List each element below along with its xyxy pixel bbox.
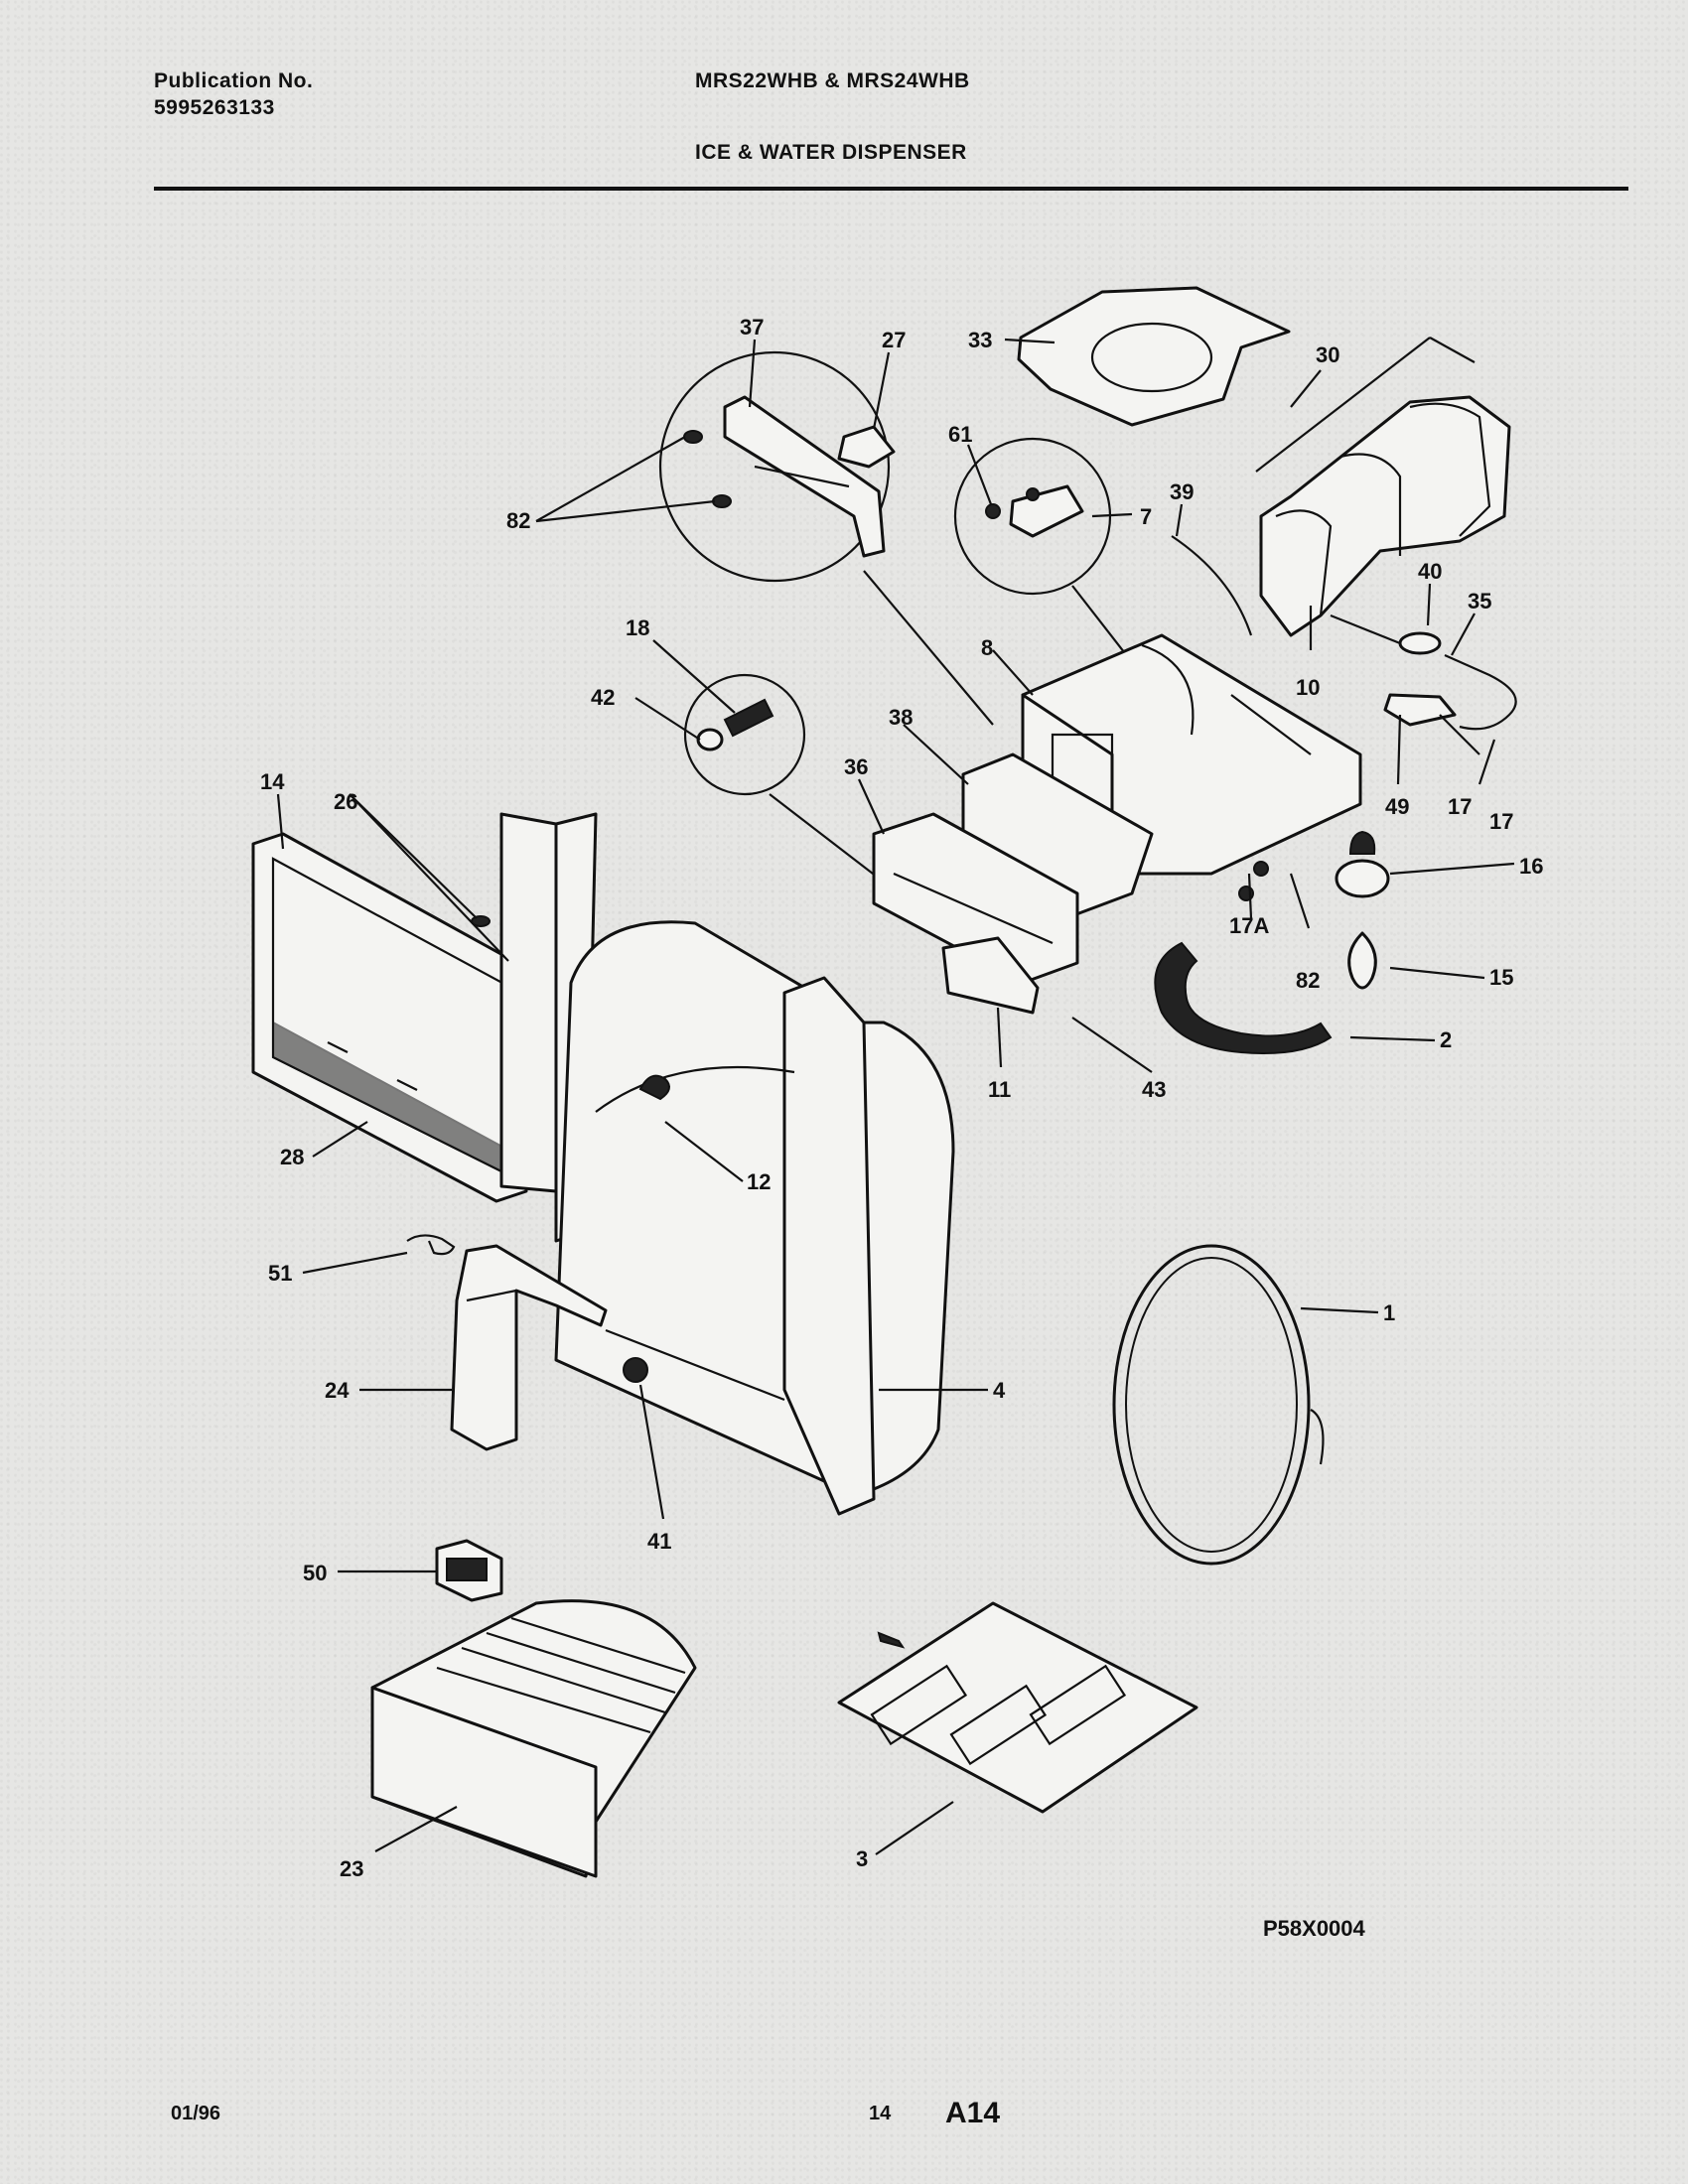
part-50-pad xyxy=(435,1539,503,1602)
label-8: 8 xyxy=(981,635,993,660)
label-50: 50 xyxy=(303,1561,327,1585)
footer-date: 01/96 xyxy=(171,2103,221,2124)
figure-code: P58X0004 xyxy=(1263,1916,1366,1941)
model-title: MRS22WHB & MRS24WHB xyxy=(695,69,970,92)
label-82: 82 xyxy=(506,508,530,533)
label-43: 43 xyxy=(1142,1077,1166,1102)
footer-page-number: 14 xyxy=(869,2103,892,2124)
label-49: 49 xyxy=(1385,794,1409,819)
label-28: 28 xyxy=(280,1145,304,1169)
label-16: 16 xyxy=(1519,854,1543,879)
label-12: 12 xyxy=(747,1169,771,1194)
detail-circle-bracket xyxy=(658,350,994,726)
part-38-36-panels xyxy=(872,752,1154,1015)
label-41: 41 xyxy=(647,1529,671,1554)
header-rule xyxy=(154,187,1628,191)
label-42: 42 xyxy=(591,685,615,710)
label-10: 10 xyxy=(1296,675,1320,700)
label-17A: 17A xyxy=(1229,913,1269,938)
label-18: 18 xyxy=(626,615,649,640)
label-24: 24 xyxy=(325,1378,350,1403)
label-40: 40 xyxy=(1418,559,1442,584)
label-82b: 82 xyxy=(1296,968,1320,993)
label-30: 30 xyxy=(1316,342,1339,367)
label-2: 2 xyxy=(1440,1027,1452,1052)
label-35: 35 xyxy=(1468,589,1491,614)
footer-page-ref: A14 xyxy=(945,2097,1001,2129)
section-title: ICE & WATER DISPENSER xyxy=(695,141,967,164)
label-61: 61 xyxy=(948,422,972,447)
part-4-main-housing xyxy=(499,812,955,1516)
label-1: 1 xyxy=(1383,1300,1395,1325)
publication-label: Publication No. xyxy=(154,69,314,92)
part-16-15-bulb xyxy=(1238,830,1390,990)
label-39: 39 xyxy=(1170,479,1194,504)
part-39-40-35-wiring xyxy=(1171,535,1517,755)
label-38: 38 xyxy=(889,705,913,730)
label-15: 15 xyxy=(1489,965,1513,990)
leader-lines xyxy=(276,338,1515,1855)
part-33-cover-plate xyxy=(1017,286,1291,427)
part-24-actuator-arm xyxy=(450,1244,608,1451)
part-3-heater xyxy=(837,1601,1198,1814)
label-7: 7 xyxy=(1140,504,1152,529)
label-3: 3 xyxy=(856,1846,868,1871)
label-17a: 17 xyxy=(1448,794,1472,819)
label-33: 33 xyxy=(968,328,992,352)
part-labels: 37 27 33 30 61 82 7 39 40 35 8 10 18 42 … xyxy=(260,315,1543,1941)
part-30-chute-housing xyxy=(1255,337,1511,637)
part-1-tube xyxy=(1112,1244,1325,1566)
publication-number: 5995263133 xyxy=(154,96,275,119)
label-36: 36 xyxy=(844,754,868,779)
label-4: 4 xyxy=(993,1378,1006,1403)
part-2-harness xyxy=(1154,941,1333,1054)
label-27: 27 xyxy=(882,328,906,352)
part-23-grille xyxy=(370,1599,697,1878)
label-37: 37 xyxy=(740,315,764,340)
label-14: 14 xyxy=(260,769,285,794)
label-26: 26 xyxy=(334,789,357,814)
label-51: 51 xyxy=(268,1261,292,1286)
part-51-clip xyxy=(406,1234,456,1256)
detail-circle-switch xyxy=(953,437,1143,676)
label-11: 11 xyxy=(988,1077,1011,1102)
label-17b: 17 xyxy=(1489,809,1513,834)
label-23: 23 xyxy=(340,1856,363,1881)
